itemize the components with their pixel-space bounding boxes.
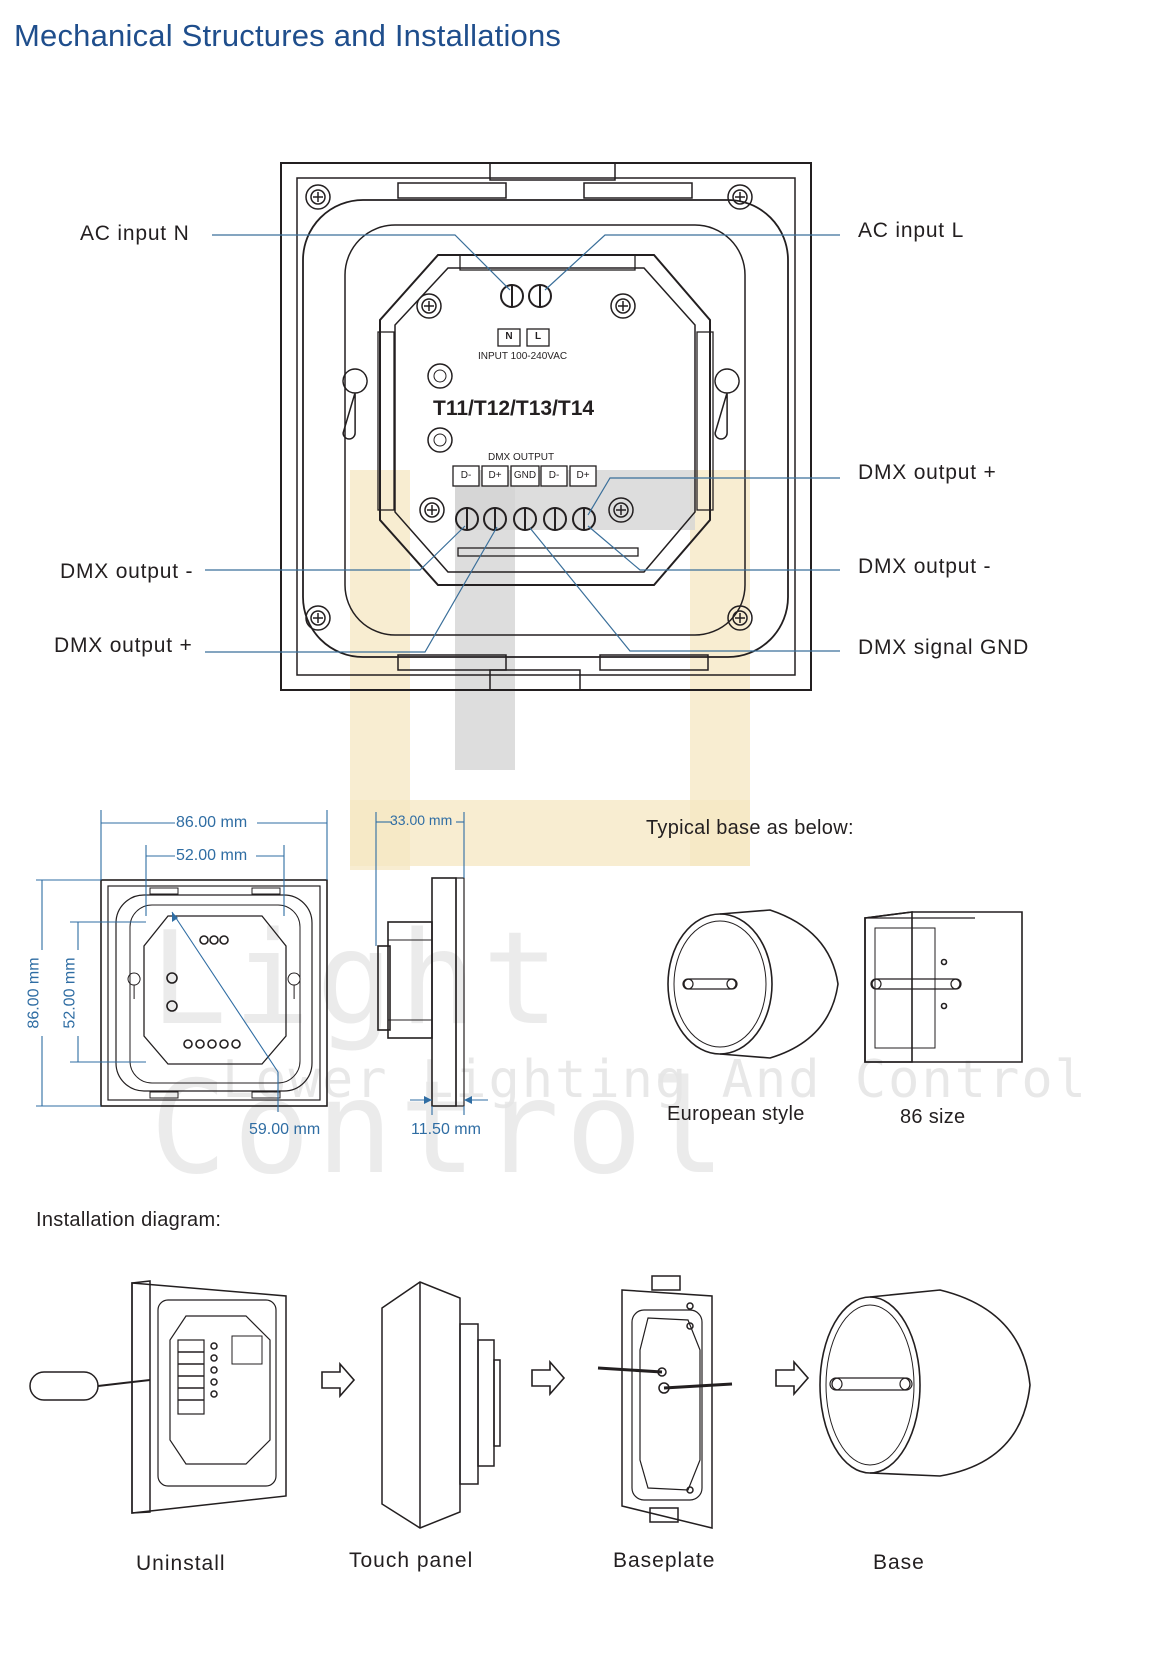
dmx-terminal-5: D+	[576, 470, 590, 481]
dim-depth-total: 33.00 mm	[390, 812, 453, 828]
model-name: T11/T12/T13/T14	[433, 397, 595, 420]
dim-width-inner: 52.00 mm	[176, 847, 248, 864]
step-uninstall	[29, 1280, 287, 1514]
step-label-base: Base	[873, 1551, 925, 1574]
arrow-icons	[321, 1359, 810, 1399]
step-label-uninstall: Uninstall	[136, 1552, 226, 1575]
side-view	[377, 877, 465, 1107]
step-touch-panel	[381, 1281, 501, 1529]
base-european-label: European style	[667, 1103, 805, 1125]
dmx-terminal-1: D-	[460, 470, 472, 481]
page-title: Mechanical Structures and Installations	[14, 18, 562, 53]
step-label-touch-panel: Touch panel	[349, 1549, 474, 1572]
input-rating: INPUT 100-240VAC	[478, 351, 568, 362]
module-outline	[379, 254, 711, 586]
terminal-l-label: L	[534, 331, 542, 342]
bases-heading: Typical base as below:	[646, 817, 854, 839]
terminal-n-label: N	[505, 331, 513, 342]
callout-lines	[205, 234, 840, 653]
watermark-text-small: Lower Lighting And Control	[222, 1050, 1088, 1110]
watermark-text-large: Light Control	[150, 905, 732, 1203]
terminal-boxes	[452, 328, 597, 487]
dimension-lines	[36, 810, 488, 1115]
step-base	[819, 1289, 1031, 1477]
step-baseplate	[597, 1275, 733, 1529]
label-ac-input-l: AC input L	[858, 219, 965, 242]
label-dmx-output-minus-right: DMX output -	[858, 555, 992, 578]
label-dmx-output-plus-right: DMX output +	[858, 461, 997, 484]
front-view	[100, 879, 328, 1107]
dim-diagonal: 59.00 mm	[249, 1121, 321, 1138]
label-dmx-signal-gnd: DMX signal GND	[858, 636, 1030, 659]
dmx-terminal-4: D-	[548, 470, 560, 481]
installation-heading: Installation diagram:	[36, 1209, 222, 1231]
label-dmx-output-plus-left: DMX output +	[54, 634, 193, 657]
base-86-size	[864, 911, 1023, 1063]
dmx-block-label: DMX OUTPUT	[488, 452, 555, 463]
label-dmx-output-minus-left: DMX output -	[60, 560, 194, 583]
base-86-size-label: 86 size	[900, 1106, 966, 1128]
dim-width-outer: 86.00 mm	[176, 814, 248, 831]
dmx-terminal-2: D+	[488, 470, 502, 481]
mounting-screws	[305, 184, 753, 631]
step-label-baseplate: Baseplate	[613, 1549, 716, 1572]
label-ac-input-n: AC input N	[80, 222, 190, 245]
dim-depth-panel: 11.50 mm	[411, 1121, 481, 1138]
european-base	[667, 909, 839, 1059]
dmx-terminal-3: GND	[513, 470, 537, 481]
panel-outline	[280, 162, 812, 691]
